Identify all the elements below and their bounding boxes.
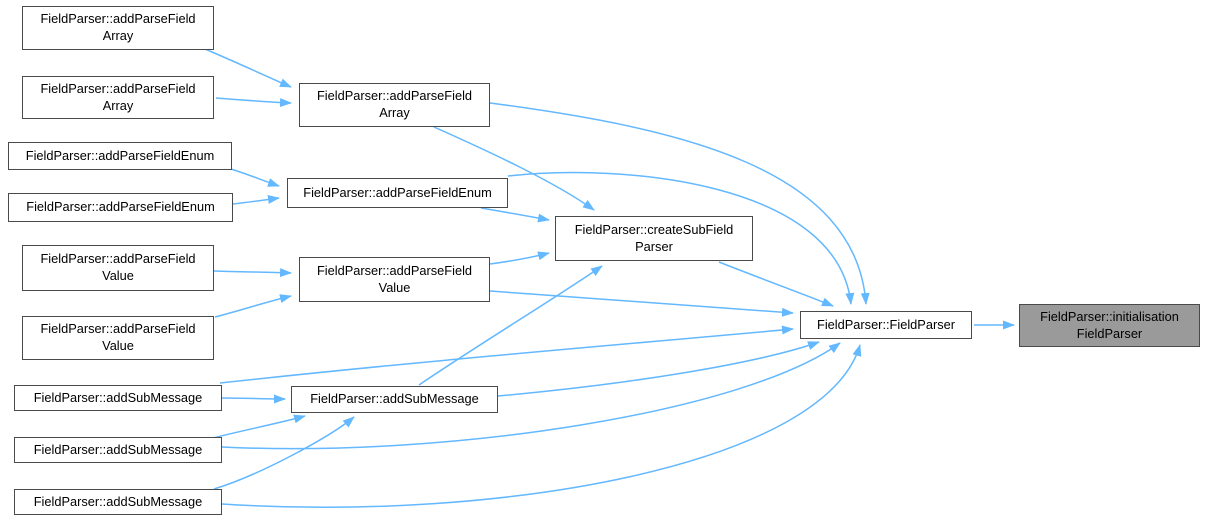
edge-submsg2-to-submsg: [212, 414, 306, 439]
node-add-sub-message-3[interactable]: FieldParser::addSubMessage: [14, 489, 222, 515]
node-add-parse-field-enum-1[interactable]: FieldParser::addParseFieldEnum: [8, 142, 232, 170]
node-add-parse-field-value-2[interactable]: FieldParser::addParseField Value: [22, 316, 214, 360]
edge-submsg-to-createsub: [418, 265, 603, 386]
node-add-parse-field-array-2[interactable]: FieldParser::addParseField Array: [22, 76, 214, 119]
edge-enum1-to-enum: [230, 168, 280, 187]
node-add-parse-field-array[interactable]: FieldParser::addParseField Array: [299, 83, 490, 127]
node-add-parse-field-value-1[interactable]: FieldParser::addParseField Value: [22, 245, 214, 291]
edge-value-to-fieldparser: [489, 290, 794, 317]
edge-submsg3-to-submsg: [213, 416, 355, 490]
edge-array1-to-array: [204, 48, 292, 88]
edge-array-to-fieldparser: [489, 102, 870, 305]
edge-submsg1-direct-to-fieldparser: [219, 325, 794, 384]
node-initialisation-field-parser: FieldParser::initialisation FieldParser: [1019, 304, 1200, 347]
edge-submsg-to-fieldparser: [497, 341, 820, 397]
edge-submsg3-direct-to-fieldparser: [221, 344, 862, 508]
edge-createsub-to-fieldparser: [718, 261, 834, 307]
edge-array-to-createsub: [433, 126, 595, 211]
node-add-sub-message-1[interactable]: FieldParser::addSubMessage: [14, 385, 222, 411]
node-add-sub-message-2[interactable]: FieldParser::addSubMessage: [14, 437, 222, 463]
node-add-parse-field-enum-2[interactable]: FieldParser::addParseFieldEnum: [8, 193, 233, 222]
node-add-parse-field-enum[interactable]: FieldParser::addParseFieldEnum: [287, 178, 508, 208]
edge-enum2-to-enum: [232, 194, 280, 205]
edge-submsg1-to-submsg: [221, 394, 286, 404]
edge-value1-to-value: [213, 268, 292, 278]
edge-submsg2-direct-to-fieldparser: [221, 342, 841, 450]
node-add-parse-field-value[interactable]: FieldParser::addParseField Value: [299, 257, 490, 302]
node-create-sub-field-parser[interactable]: FieldParser::createSubField Parser: [555, 216, 753, 261]
node-add-parse-field-array-1[interactable]: FieldParser::addParseField Array: [22, 6, 214, 50]
edge-enum-to-createsub: [480, 207, 550, 223]
edge-value2-to-value: [214, 294, 292, 318]
node-add-sub-message[interactable]: FieldParser::addSubMessage: [291, 386, 498, 413]
node-field-parser[interactable]: FieldParser::FieldParser: [800, 311, 972, 339]
edge-array2-to-array: [215, 97, 292, 108]
edge-value-to-createsub: [489, 251, 550, 265]
edge-enum-to-fieldparser: [507, 171, 855, 305]
